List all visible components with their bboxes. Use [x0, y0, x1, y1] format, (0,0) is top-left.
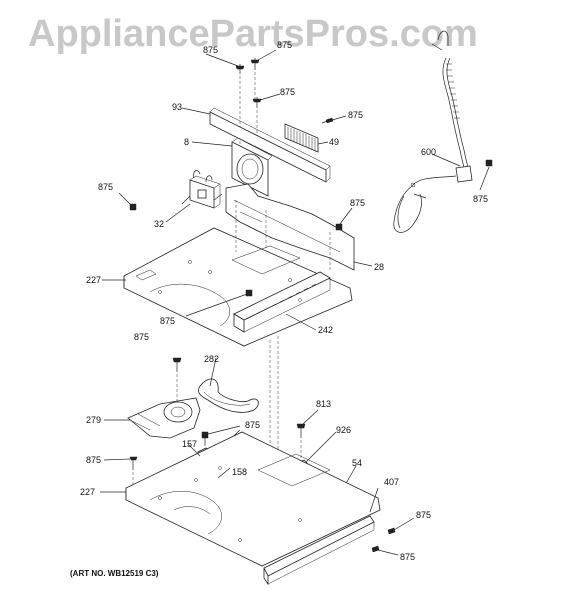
callout-813: 813	[316, 399, 331, 409]
callout-875: 875	[134, 332, 149, 342]
callout-93: 93	[172, 102, 182, 112]
callout-227: 227	[86, 275, 101, 285]
callout-875: 875	[400, 552, 415, 562]
screw-lower-right-a	[387, 517, 415, 535]
callout-875: 875	[160, 316, 175, 326]
bracket-93	[209, 107, 331, 183]
callout-28: 28	[374, 262, 384, 272]
duct-hose-282	[198, 378, 259, 413]
callout-875: 875	[86, 455, 101, 465]
callout-407: 407	[384, 477, 399, 487]
screw-lower-a	[201, 425, 241, 446]
duct-28	[225, 183, 355, 271]
callout-926: 926	[336, 425, 351, 435]
callout-49: 49	[329, 137, 339, 147]
fan-housing-8	[231, 137, 273, 197]
callout-282: 282	[204, 354, 219, 364]
screw-right-600	[479, 159, 493, 191]
vent-grille-49	[284, 123, 319, 153]
screw-grille	[321, 117, 334, 124]
lower-panel-227	[125, 431, 381, 567]
callout-875: 875	[416, 510, 431, 520]
cable-600	[393, 30, 473, 233]
art-number: (ART NO. WB12519 C3)	[70, 569, 159, 578]
callout-227: 227	[80, 487, 95, 497]
blower-279	[127, 397, 201, 439]
callout-875: 875	[245, 420, 260, 430]
callout-875: 875	[348, 110, 363, 120]
leader-lines	[100, 49, 461, 493]
callout-875: 875	[277, 40, 292, 50]
front-strip-407	[263, 487, 379, 586]
callout-labels: 875 875 875 875 93 8 49 875 32 600 875 8…	[70, 40, 488, 578]
screw-top-right	[250, 58, 260, 100]
rail-242	[233, 271, 331, 333]
switch-32	[181, 170, 223, 209]
screw-duct-top	[172, 357, 182, 402]
callout-600: 600	[421, 147, 436, 157]
callout-54: 54	[352, 458, 362, 468]
watermark: AppliancePartsPros.com	[28, 13, 478, 55]
callout-8: 8	[184, 137, 189, 147]
screw-lower-right-b	[371, 545, 399, 556]
callout-279: 279	[86, 415, 101, 425]
upper-panel-227	[123, 200, 353, 347]
callout-158: 158	[232, 467, 247, 477]
screw-upper-mid	[252, 97, 262, 140]
screw-duct	[335, 207, 353, 231]
screw-left-switch	[118, 192, 137, 211]
callout-875: 875	[350, 198, 365, 208]
callout-875: 875	[98, 182, 113, 192]
callout-875: 875	[280, 87, 295, 97]
callout-242: 242	[318, 325, 333, 335]
screw-panel	[185, 289, 253, 317]
callout-875: 875	[473, 194, 488, 204]
callout-875: 875	[203, 45, 218, 55]
callout-157: 157	[182, 439, 197, 449]
callout-32: 32	[154, 219, 164, 229]
